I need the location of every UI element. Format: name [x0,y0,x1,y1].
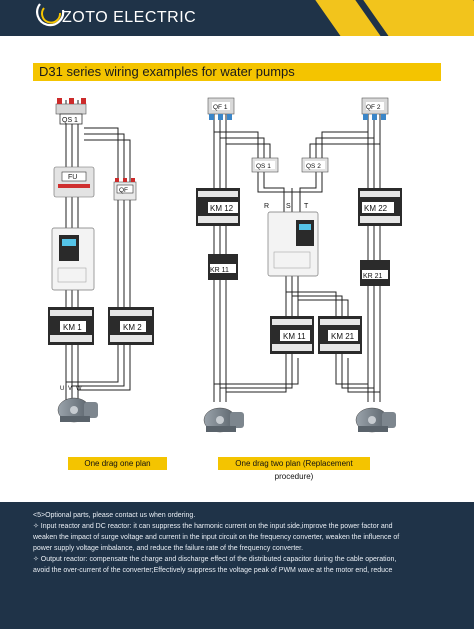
label-w: W [76,386,82,392]
footer-paragraph-output-reactor: ✧ Output reactor: compensate the charge … [33,556,397,574]
label-qs1-left: QS 1 [62,117,78,124]
label-km11: KM 11 [283,332,306,341]
label-km2: KM 2 [123,323,142,332]
contactor-km21 [318,316,362,354]
label-t: T [304,203,309,210]
header-stripe [360,0,474,36]
brand-name: ZOTO ELECTRIC [62,9,197,26]
brand-logo-icon [36,3,65,27]
contactor-km12 [196,188,240,226]
label-km1: KM 1 [63,323,82,332]
switch-qs1-right [251,157,279,173]
breaker-qf-left [113,178,137,201]
header-banner: ZOTO ELECTRIC [0,0,474,36]
motor-left [57,397,98,423]
label-km21: KM 21 [331,332,355,341]
switch-qs2-right [301,157,329,173]
relay-kr11 [208,254,238,280]
label-u: U [60,386,64,392]
label-km12: KM 12 [210,204,234,213]
contactor-km11 [270,316,314,354]
contactor-km1 [48,307,94,345]
section-title-bar: D31 series wiring examples for water pum… [33,63,441,81]
wiring-diagram: QS 1 FU QF KM 1 KM 2 U V W [48,97,402,433]
label-qf1: QF 1 [213,104,228,111]
footer-panel: <5>Optional parts, please contact us whe… [0,502,474,629]
label-fu: FU [68,174,77,181]
relay-kr21 [360,260,390,286]
caption-left: One drag one plan [68,457,167,470]
section-title: D31 series wiring examples for water pum… [39,64,295,79]
right-wiring [213,114,381,402]
motor-right-2 [355,407,396,433]
inverter-right [267,211,319,277]
footer-paragraph-input-reactor: ✧ Input reactor and DC reactor: it can s… [33,523,400,552]
breaker-qs1-left [55,98,87,125]
breaker-qf2 [361,97,389,120]
caption-right: One drag two plan (Replacement procedure… [218,457,370,481]
label-s: S [286,203,291,210]
label-kr11: KR 11 [210,267,229,274]
contactor-km2 [108,307,154,345]
label-kr21: KR 21 [363,273,383,280]
footer-note: <5>Optional parts, please contact us whe… [33,512,196,519]
breaker-qf1 [207,97,235,120]
label-qf-left: QF [119,187,128,194]
label-r: R [264,203,269,210]
contactor-km22 [358,188,402,226]
label-v: V [68,386,72,392]
label-qs2-right: QS 2 [306,163,321,170]
motor-right-1 [203,407,244,433]
fuse-block [53,166,95,198]
label-km22: KM 22 [364,204,388,213]
label-qf2: QF 2 [366,104,381,111]
label-qs1-right: QS 1 [256,163,271,170]
inverter-left [51,227,95,291]
